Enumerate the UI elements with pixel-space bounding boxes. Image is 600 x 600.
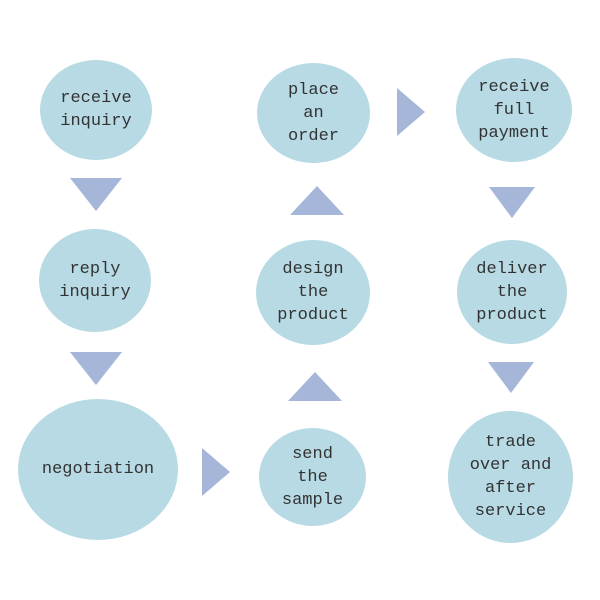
node-trade-over-and-after-service: trade over and after service	[448, 411, 573, 543]
arrow-right-place-an-order-to-receive-full-payment	[397, 88, 425, 136]
arrow-right-negotiation-to-send-the-sample	[202, 448, 230, 496]
node-deliver-the-product: deliver the product	[457, 240, 567, 344]
node-deliver-the-product-label: deliver the product	[476, 259, 548, 325]
arrow-down-deliver-the-product-to-trade-over	[488, 362, 534, 393]
node-receive-full-payment: receive full payment	[456, 58, 572, 162]
node-place-an-order: place an order	[257, 63, 370, 163]
node-receive-full-payment-label: receive full payment	[478, 77, 550, 143]
node-negotiation-label: negotiation	[41, 460, 155, 479]
arrow-down-receive-inquiry-to-reply-inquiry	[70, 178, 122, 211]
arrow-down-receive-full-payment-to-deliver-the-product	[489, 187, 535, 218]
node-receive-inquiry: receive inquiry	[40, 60, 152, 160]
node-reply-inquiry-label: reply inquiry	[59, 259, 131, 302]
node-send-the-sample: send the sample	[259, 428, 366, 526]
node-send-the-sample-label: send the sample	[281, 444, 344, 510]
node-place-an-order-label: place an order	[287, 80, 339, 146]
node-negotiation: negotiation	[18, 399, 178, 540]
node-reply-inquiry: reply inquiry	[39, 229, 151, 332]
arrow-down-reply-inquiry-to-negotiation	[70, 352, 122, 385]
node-design-the-product: design the product	[256, 240, 370, 345]
arrow-up-send-the-sample-to-design-the-product	[288, 372, 342, 401]
node-trade-over-and-after-service-label: trade over and after service	[469, 433, 552, 521]
arrow-up-design-the-product-to-place-an-order	[290, 186, 344, 215]
node-design-the-product-label: design the product	[277, 260, 349, 325]
node-receive-inquiry-label: receive inquiry	[60, 89, 132, 131]
